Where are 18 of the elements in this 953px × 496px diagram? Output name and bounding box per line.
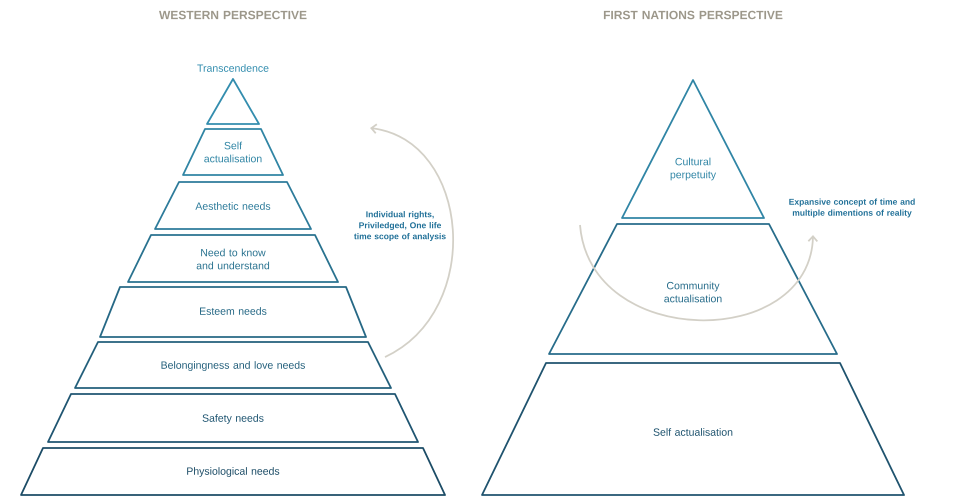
pyramid-tier: Need to know and understand bbox=[127, 234, 339, 283]
pyramid-tier: Aesthetic needs bbox=[154, 181, 312, 230]
pyramid-tier: Physiological needs bbox=[20, 447, 446, 496]
node-label: Transcendence bbox=[197, 64, 269, 72]
panel-heading: FIRST NATIONS PERSPECTIVE bbox=[604, 10, 782, 20]
pyramid-tier: Self actualisation bbox=[182, 128, 284, 176]
pyramid-tier: Self actualisation bbox=[481, 362, 905, 496]
annotation: Individual rights, Priviledged, One life time scope of analysis bbox=[354, 211, 446, 241]
panel-heading: WESTERN PERSPECTIVE bbox=[159, 10, 307, 20]
curved-arrow bbox=[579, 224, 818, 322]
pyramid-tier: Community actualisation bbox=[548, 223, 838, 355]
pyramid-tier: Cultural perpetuity bbox=[621, 79, 765, 219]
pyramid-tier: Esteem needs bbox=[99, 286, 367, 338]
curved-arrow bbox=[370, 124, 454, 358]
pyramid-tier: Belongingness and love needs bbox=[74, 341, 392, 389]
pyramid-tier: Safety needs bbox=[47, 393, 419, 443]
pyramid-tier: Transcendence bbox=[197, 64, 269, 125]
annotation: Expansive concept of time and multiple dimentions of reality bbox=[789, 198, 915, 218]
